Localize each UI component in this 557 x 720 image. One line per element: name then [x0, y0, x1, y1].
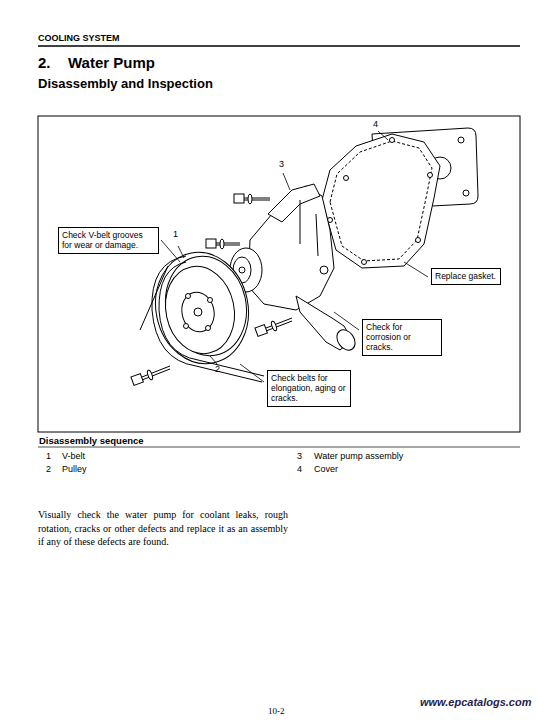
part-name: Pulley [62, 464, 87, 474]
section-title: Water Pump [68, 54, 155, 71]
part-name: Cover [314, 464, 338, 474]
subsection-title: Disassembly and Inspection [38, 77, 213, 92]
watermark: www.epcatalogs.com [420, 696, 531, 709]
callout-box: Check belts for elongation, aging or cra… [267, 370, 351, 407]
callout-number: 2 [215, 364, 220, 374]
callout-box: Replace gasket. [431, 268, 501, 285]
callout-number: 1 [173, 229, 178, 239]
callout-box: Check for corrosion or cracks. [362, 319, 442, 356]
running-header: COOLING SYSTEM [38, 33, 120, 43]
list-number: 1 [46, 451, 51, 461]
page-number: 10-2 [268, 706, 285, 716]
v-belt [140, 256, 264, 382]
list-number: 4 [297, 464, 302, 474]
callout-number: 4 [373, 119, 378, 129]
body-paragraph: Visually check the water pump for coolan… [38, 508, 288, 549]
note-text: Replace gasket. [435, 271, 497, 281]
list-number: 2 [46, 464, 51, 474]
part-name: V-belt [62, 451, 85, 461]
callout-number: 3 [279, 159, 284, 169]
water-pump-body [230, 184, 359, 354]
gasket [322, 134, 440, 268]
list-heading: Disassembly sequence [39, 436, 144, 447]
list-number: 3 [297, 451, 302, 461]
section-number: 2. [38, 54, 51, 71]
part-name: Water pump assembly [314, 451, 403, 461]
note-text: Check for corrosion or cracks. [366, 322, 438, 353]
callout-box: Check V-belt grooves for wear or damage. [58, 227, 159, 254]
bolts [131, 194, 292, 385]
note-text: Check V-belt grooves for wear or damage. [62, 230, 155, 250]
note-text: Check belts for elongation, aging or cra… [271, 373, 347, 404]
page-rules [38, 46, 520, 447]
pulley [145, 244, 258, 373]
